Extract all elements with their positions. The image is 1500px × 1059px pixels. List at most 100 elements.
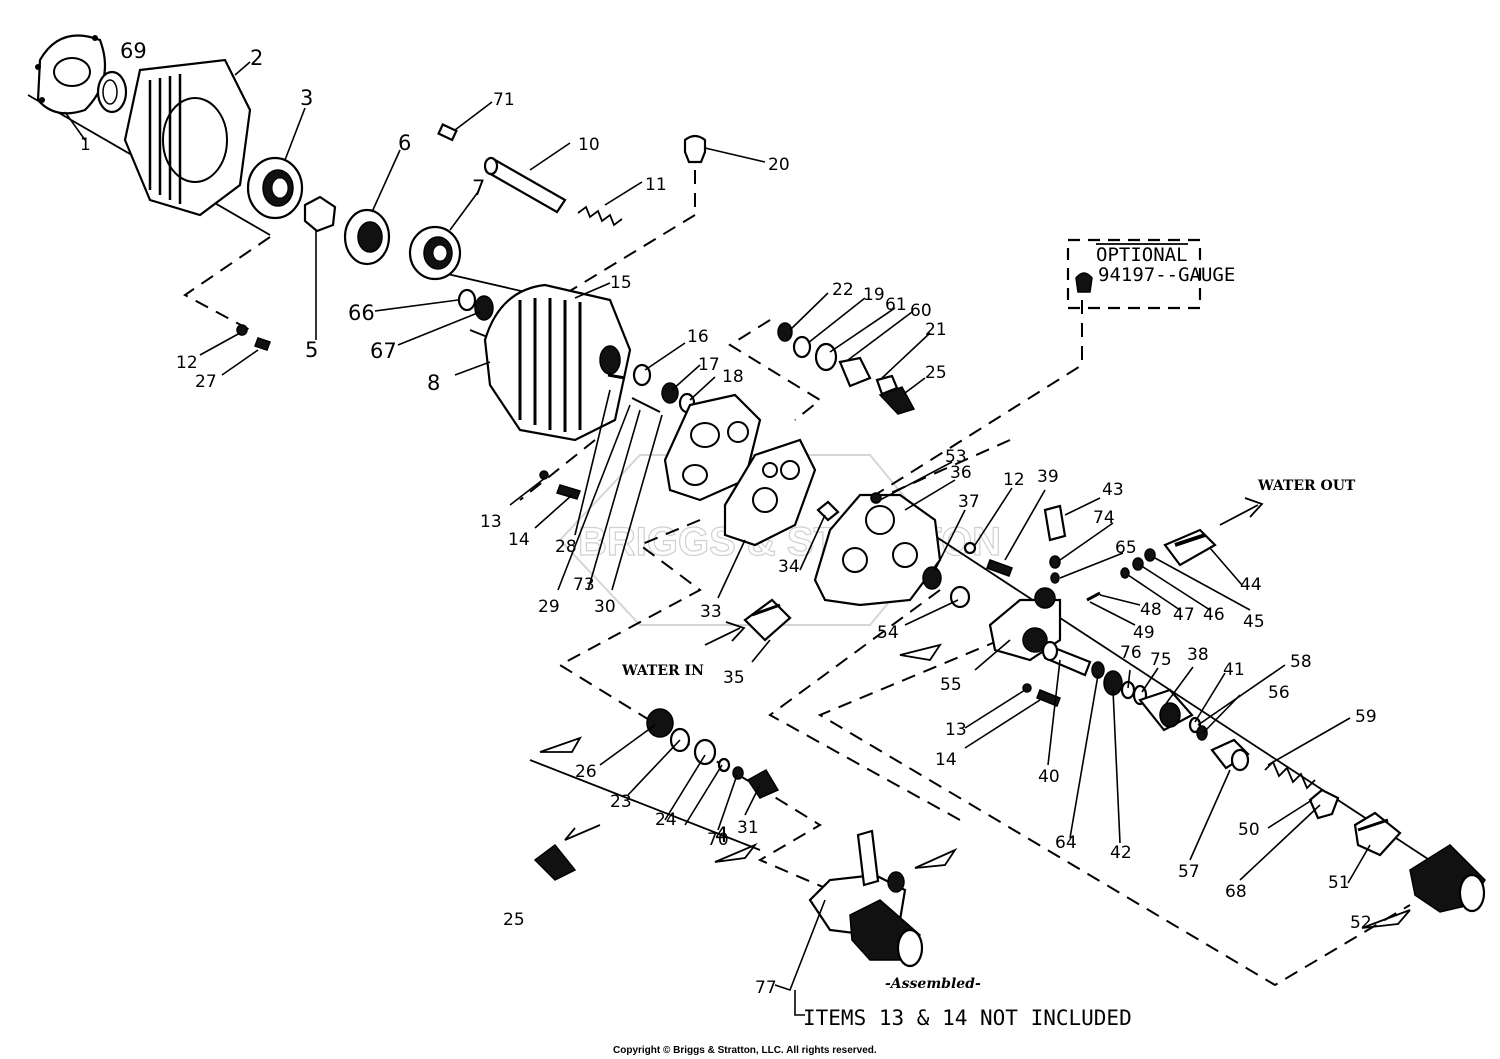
part-gasket-1 [35,34,107,115]
label-19: 19 [863,285,885,305]
label-52: 52 [1350,913,1372,933]
part-54 [949,585,971,609]
label-61: 61 [885,295,907,315]
label-33: 33 [700,602,722,622]
label-16: 16 [687,327,709,347]
part-crankcase-2 [123,58,252,217]
label-6: 6 [398,131,411,155]
part-12-27 [236,324,271,351]
label-25b: 25 [503,910,525,930]
label-69: 69 [120,39,147,63]
flow-arrows [539,497,1411,929]
label-30: 30 [594,597,616,617]
optional-title: OPTIONAL [1096,244,1188,266]
label-24: 24 [655,810,677,830]
label-13b: 13 [945,720,967,740]
part-manifold-8 [483,283,632,442]
label-22: 22 [832,280,854,300]
part-51 [1353,811,1402,857]
part-24 [693,738,717,766]
part-38 [1138,688,1194,732]
label-15: 15 [610,273,632,293]
label-60: 60 [910,301,932,321]
part-4-70 [717,757,744,780]
part-41-58-56 [1188,716,1208,741]
label-50: 50 [1238,820,1260,840]
part-spring-11 [577,205,623,227]
part-pins [607,373,661,413]
label-21: 21 [925,320,947,340]
label-57: 57 [1178,862,1200,882]
label-53: 53 [945,447,967,467]
part-labels: 1 2 3 4 5 6 7 8 10 11 12 12 13 13 14 14 … [80,39,1377,998]
part-26 [646,708,674,738]
label-14a: 14 [508,530,530,550]
part-31 [746,768,780,799]
label-74: 74 [1093,508,1115,528]
label-49: 49 [1133,623,1155,643]
part-34 [816,500,840,522]
label-28: 28 [555,537,577,557]
part-74 [1049,555,1061,569]
part-bearing-3 [246,156,304,220]
part-6 [343,208,391,266]
part-5 [303,195,337,233]
label-4: 4 [715,823,728,847]
label-58: 58 [1290,652,1312,672]
label-65: 65 [1115,538,1137,558]
label-29: 29 [538,597,560,617]
part-25-upper [878,386,916,415]
label-38: 38 [1187,645,1209,665]
label-35: 35 [723,668,745,688]
label-66: 66 [348,301,375,325]
label-51: 51 [1328,873,1350,893]
part-60 [838,356,872,388]
label-34: 34 [778,557,800,577]
label-48: 48 [1140,600,1162,620]
label-44: 44 [1240,575,1262,595]
part-rod-10 [483,156,567,214]
label-17: 17 [698,355,720,375]
optional-gauge-text: 94197--GAUGE [1098,264,1235,286]
part-67 [474,295,494,321]
part-spring-50 [1264,760,1316,790]
label-13a: 13 [480,512,502,532]
label-67: 67 [370,339,397,363]
part-unloader-55 [988,587,1062,662]
part-assembled-77 [808,829,924,968]
label-42: 42 [1110,843,1132,863]
part-48-49 [1086,591,1101,602]
part-40 [1041,640,1092,677]
part-66 [457,288,477,312]
water-in-label: WATER IN [621,663,704,679]
label-39: 39 [1037,467,1059,487]
label-3: 3 [300,86,313,110]
optional-gauge-box: OPTIONAL 94197--GAUGE [1066,238,1235,310]
part-19 [792,335,812,359]
label-77: 77 [755,978,777,998]
label-27: 27 [195,372,217,392]
part-13-14-lower [1022,683,1061,707]
part-22 [777,322,793,342]
part-61 [814,342,838,372]
part-12-39 [963,541,1013,577]
label-43: 43 [1102,480,1124,500]
label-40: 40 [1038,767,1060,787]
part-knob-52 [1409,844,1486,913]
part-68 [1308,788,1340,820]
label-68: 68 [1225,882,1247,902]
copyright-notice: Copyright © Briggs & Stratton, LLC. All … [613,1045,877,1056]
label-14b: 14 [935,750,957,770]
label-20: 20 [768,155,790,175]
label-36: 36 [950,463,972,483]
label-55: 55 [940,675,962,695]
label-47: 47 [1173,605,1195,625]
label-2: 2 [250,46,263,70]
part-57 [1210,738,1250,772]
part-inlet-35 [743,598,792,642]
part-gasket-33 [723,438,817,547]
part-65 [1050,572,1060,584]
label-7: 7 [472,176,485,200]
label-54: 54 [877,623,899,643]
